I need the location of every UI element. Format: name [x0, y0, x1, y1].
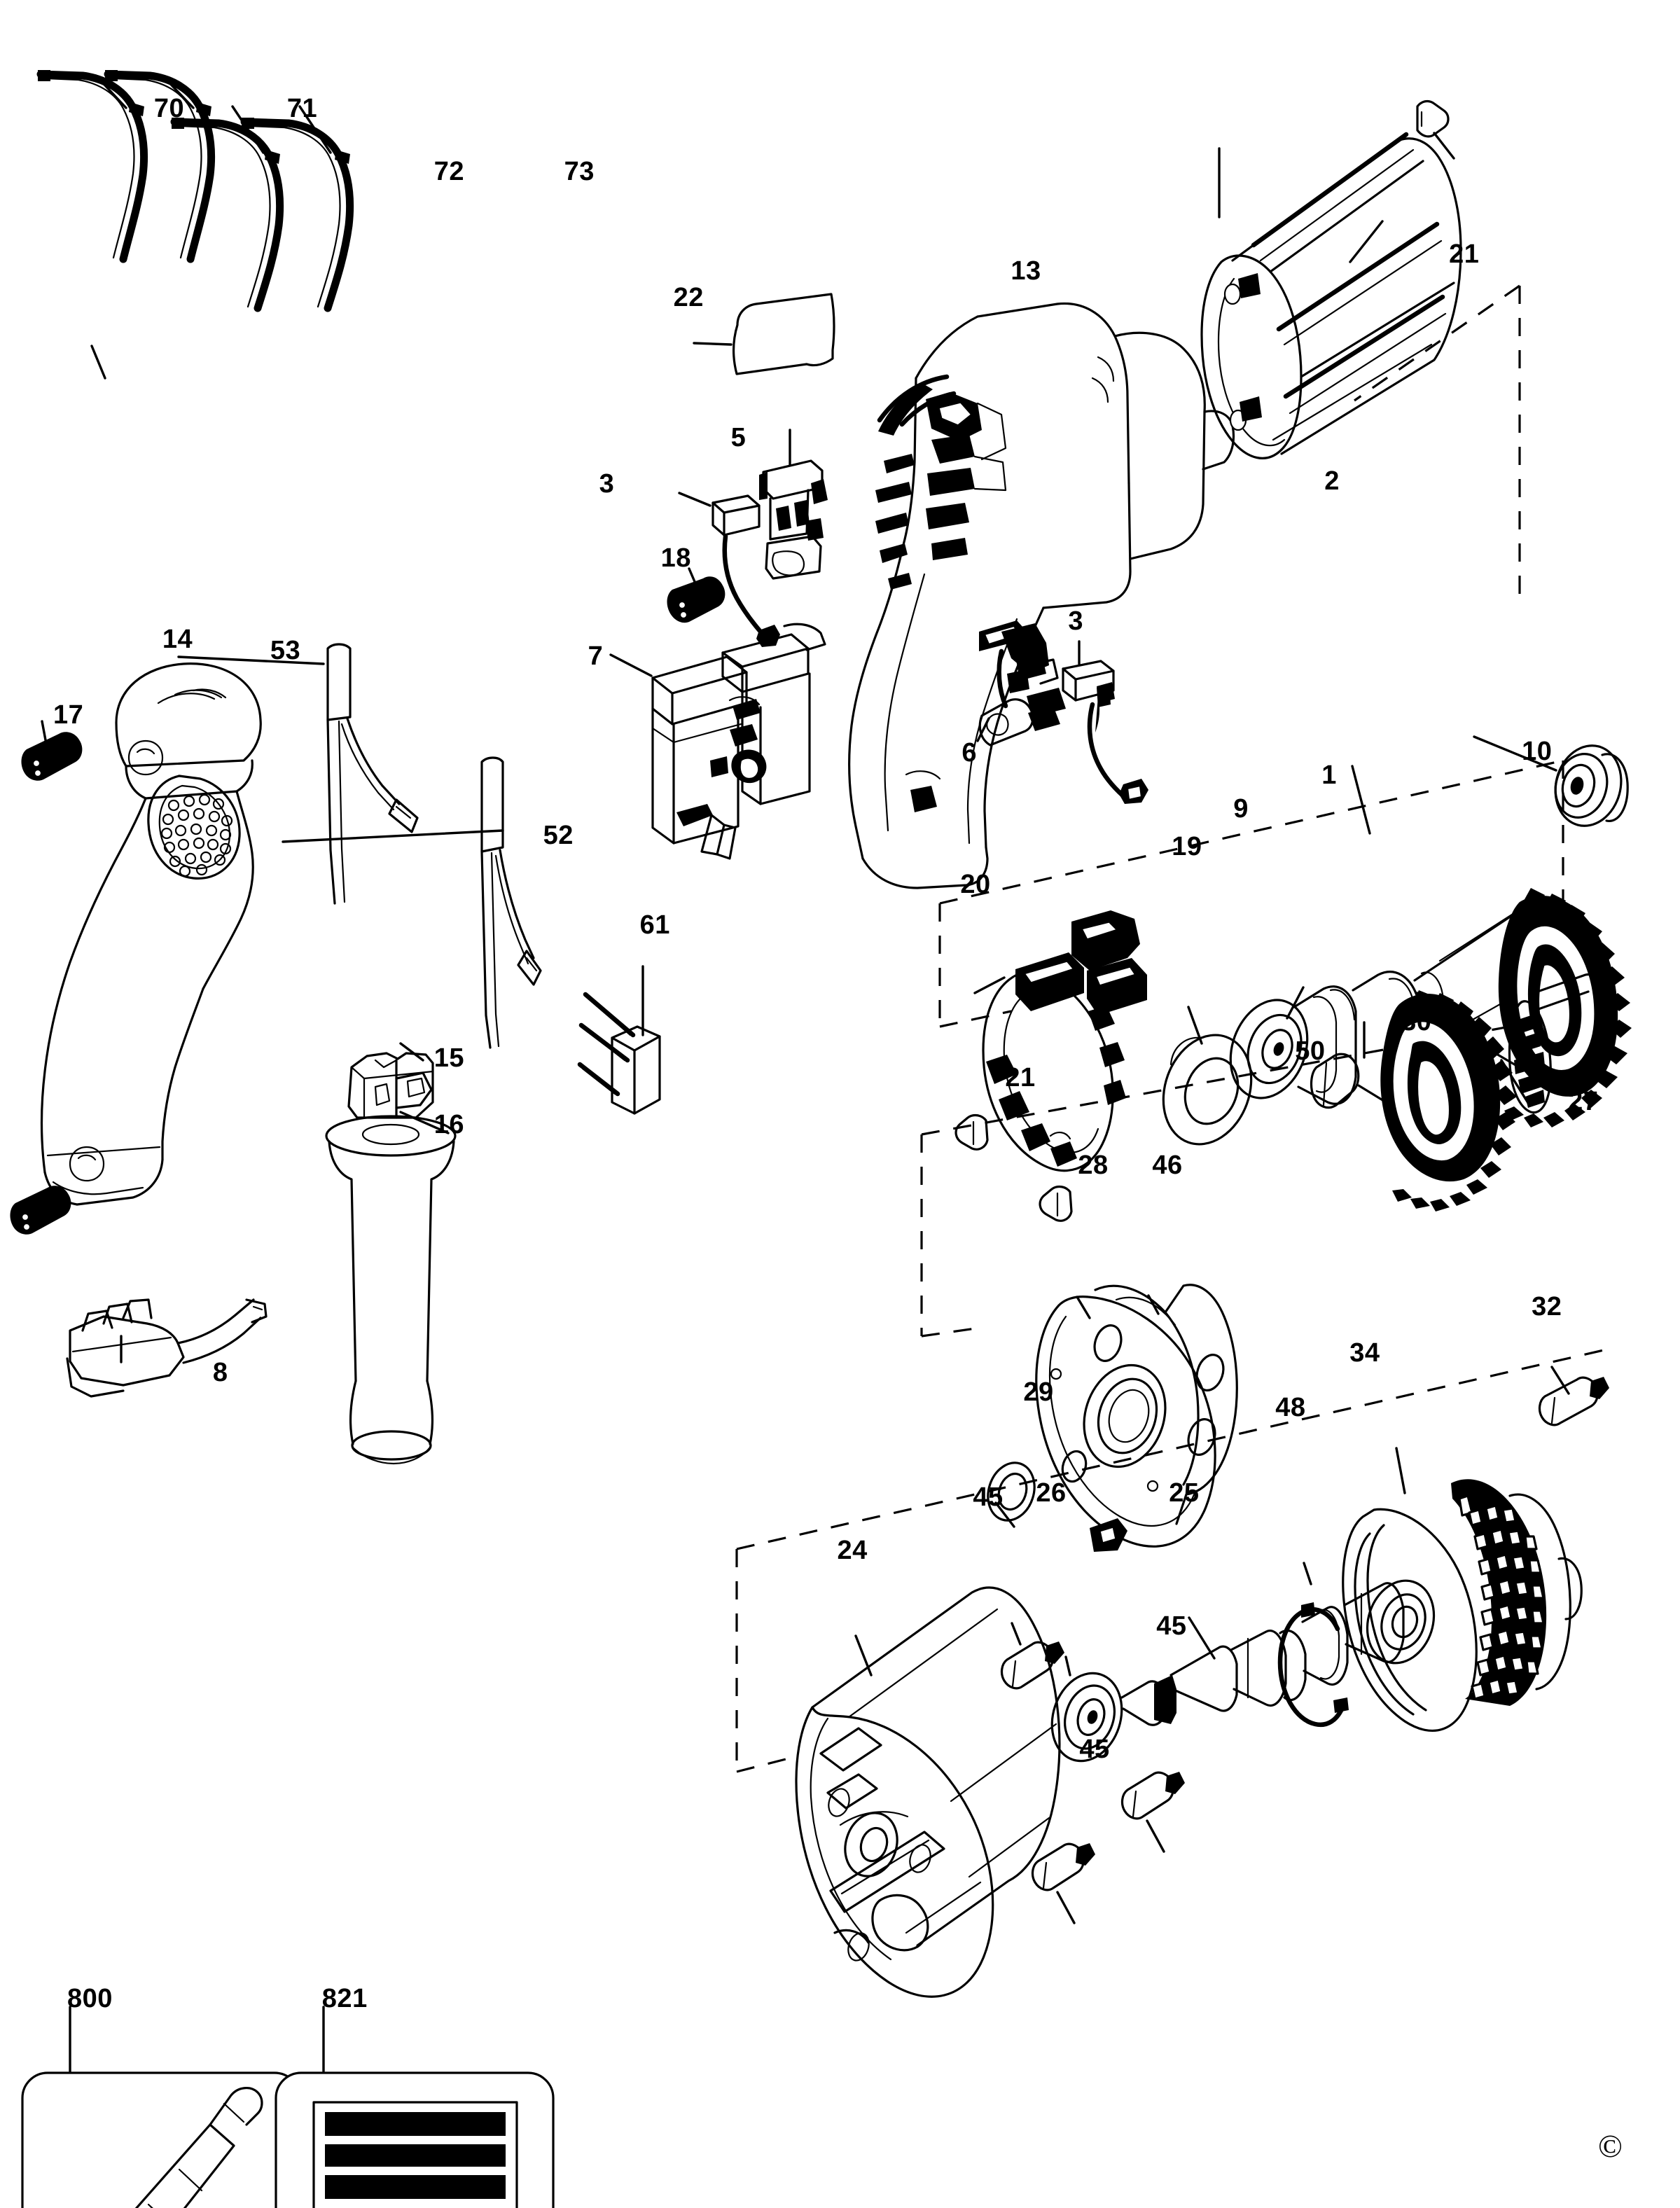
cord-protector-clamp-5	[759, 459, 828, 580]
callout-27: 27	[1568, 1086, 1599, 1116]
tool-kit-icon-800	[21, 2071, 301, 2208]
callout-14: 14	[162, 624, 193, 654]
screw-17-lower	[10, 1186, 71, 1235]
callout-18: 18	[660, 543, 691, 573]
callout-73: 73	[564, 156, 595, 186]
callout-45-a: 45	[973, 1483, 1004, 1513]
callout-5: 5	[730, 422, 747, 452]
motor-field-housing-2	[1200, 132, 1462, 459]
side-handle-14	[40, 662, 262, 1206]
callout-21-mid: 21	[1005, 1062, 1036, 1092]
carbon-brush-61	[577, 992, 661, 1115]
callout-24: 24	[837, 1536, 868, 1566]
callout-29: 29	[1023, 1377, 1054, 1408]
cord-set-70	[36, 70, 148, 263]
callout-45-c: 45	[1079, 1735, 1110, 1765]
lead-wire-52	[480, 756, 542, 1049]
callout-3-upper: 3	[599, 468, 615, 499]
callout-30: 30	[1401, 1006, 1432, 1036]
knurl-pattern	[1468, 1504, 1545, 1700]
callout-45-b: 45	[1156, 1611, 1187, 1641]
cord-set-72	[170, 118, 284, 312]
depth-stop-clamp-15	[347, 1052, 434, 1119]
gear-case-plate-28	[1035, 1284, 1238, 1552]
callout-19: 19	[1172, 831, 1202, 861]
callout-70: 70	[153, 93, 185, 123]
callout-3-lower: 3	[1068, 606, 1083, 636]
lead-wire-53	[326, 643, 419, 905]
spindle-gear-30	[1380, 990, 1517, 1211]
ball-bearing-26	[1050, 1672, 1123, 1763]
housing-cover-13	[848, 302, 1235, 889]
callout-1: 1	[1321, 760, 1337, 790]
callout-17: 17	[53, 700, 84, 730]
output-spindle-25	[1120, 1582, 1405, 1726]
callout-34: 34	[1349, 1338, 1380, 1368]
callout-28: 28	[1078, 1151, 1109, 1181]
callout-72: 72	[433, 156, 465, 186]
keyless-chuck-34	[1342, 1479, 1583, 1733]
callout-52: 52	[543, 820, 574, 850]
instruction-label-icon-821	[275, 2071, 555, 2208]
callout-15: 15	[433, 1043, 465, 1073]
callout-25: 25	[1169, 1478, 1200, 1508]
callout-6: 6	[962, 737, 978, 768]
washer-19	[1162, 1034, 1253, 1146]
icon-tool-glyph	[134, 2087, 263, 2208]
cord-set-71	[104, 70, 216, 263]
brush-holder-bracket-6	[978, 620, 1066, 747]
retaining-ring-48	[1277, 1602, 1349, 1728]
screw-45-b	[1120, 1771, 1185, 1820]
ball-bearing-10	[1554, 744, 1629, 827]
callout-800: 800	[67, 1984, 113, 2014]
chuck-retaining-screw-32	[1538, 1376, 1609, 1426]
callout-821: 821	[321, 1984, 368, 2014]
brush-holder-ring-20	[954, 910, 1147, 1222]
armature-fan	[1498, 888, 1632, 1127]
callout-50: 50	[1295, 1036, 1326, 1066]
screw-45-c	[1031, 1842, 1095, 1891]
screw-18	[667, 576, 780, 647]
nameplate-label-22	[733, 293, 835, 375]
grip-dimple-pattern	[160, 793, 233, 877]
suppressor-capacitor-3-lower	[1062, 660, 1148, 804]
callout-22: 22	[673, 282, 704, 312]
callout-10: 10	[1522, 736, 1553, 766]
callout-61: 61	[639, 910, 670, 940]
key-pin-50	[1310, 1053, 1360, 1109]
trigger-switch-7	[651, 623, 826, 860]
screw-17-upper	[21, 732, 83, 781]
copyright-symbol: ©	[1598, 2128, 1623, 2164]
callout-71: 71	[286, 93, 318, 123]
needle-roller-bearing-27	[1508, 973, 1611, 1114]
callout-48: 48	[1275, 1393, 1306, 1423]
callout-2: 2	[1324, 466, 1340, 496]
callout-13: 13	[1011, 256, 1041, 286]
felt-washer-29	[987, 1461, 1036, 1522]
callout-53: 53	[270, 635, 301, 665]
callout-9: 9	[1233, 793, 1249, 824]
depth-rod-16	[325, 1115, 457, 1465]
cord-strain-relief-8	[66, 1298, 268, 1398]
callout-7: 7	[588, 641, 604, 671]
callout-32: 32	[1532, 1292, 1562, 1322]
callout-8: 8	[212, 1358, 228, 1388]
callout-16: 16	[433, 1110, 465, 1140]
callout-26: 26	[1036, 1478, 1067, 1508]
callout-20: 20	[960, 869, 991, 899]
gear-case-housing-24	[795, 1586, 1061, 1998]
screw-45-a	[1000, 1641, 1064, 1690]
callout-46: 46	[1152, 1151, 1183, 1181]
suppressor-capacitor-3-upper	[711, 494, 763, 634]
callout-21-top: 21	[1449, 239, 1480, 269]
screw-pin-21-top	[1416, 99, 1450, 138]
